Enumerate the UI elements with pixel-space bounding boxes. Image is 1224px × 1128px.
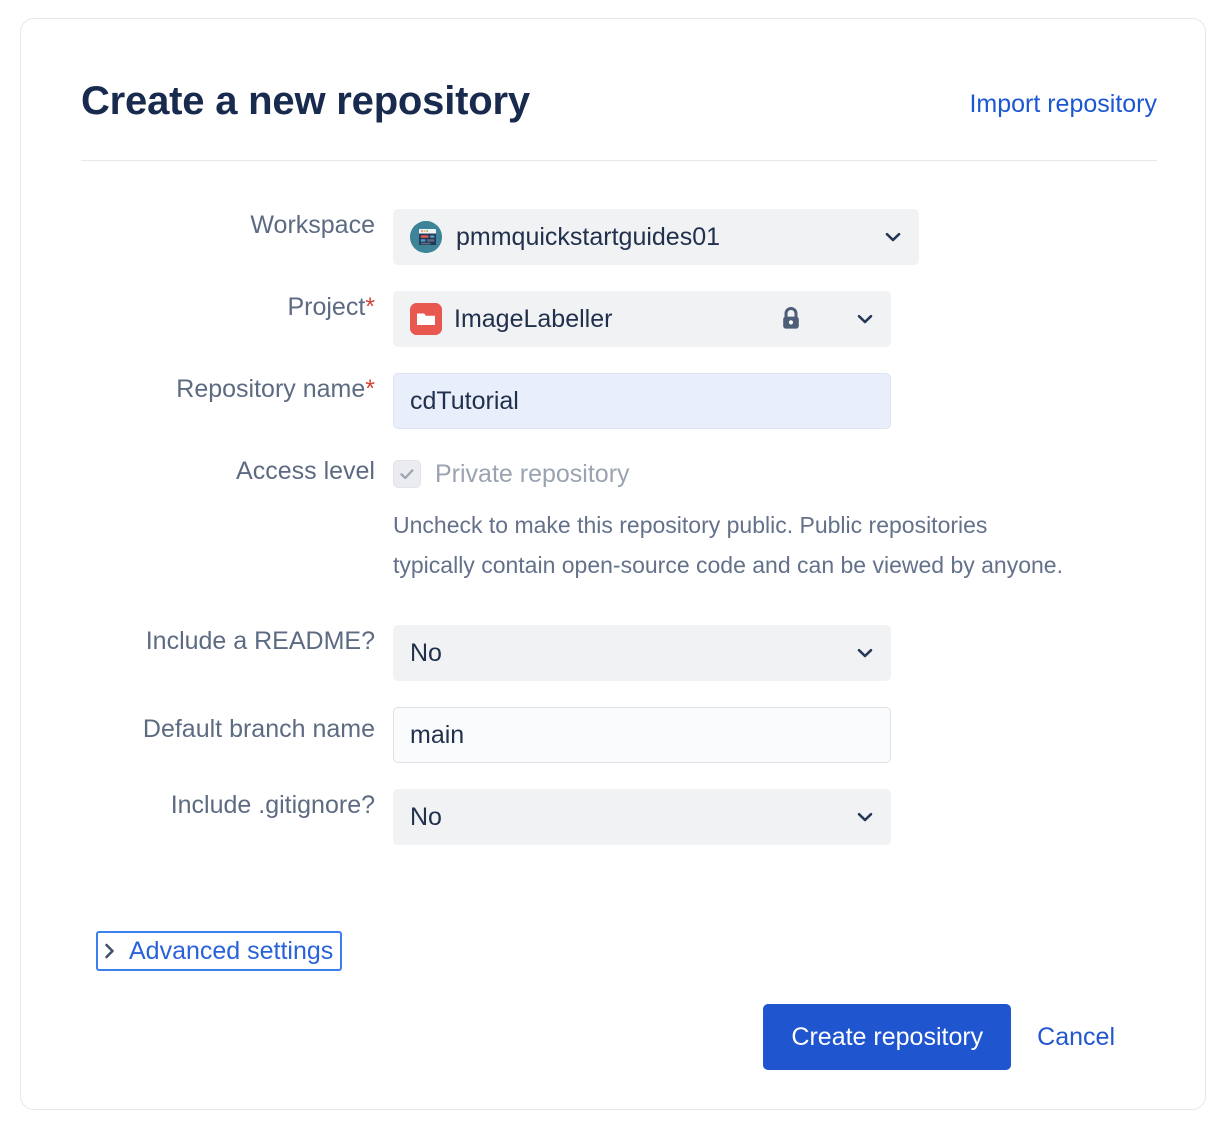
project-required-asterisk: * [365,293,375,321]
include-gitignore-field: No [393,789,1207,845]
chevron-down-icon [854,642,876,664]
header-divider [81,160,1157,161]
project-value: ImageLabeller [454,305,613,333]
repository-name-label-text: Repository name [176,375,366,403]
import-repository-link[interactable]: Import repository [969,90,1157,118]
project-field: ImageLabeller [393,291,1207,347]
chevron-down-icon [854,308,876,330]
include-readme-field: No [393,625,1207,681]
access-level-help-text: Uncheck to make this repository public. … [393,512,1063,578]
create-repository-card: Create a new repository Import repositor… [20,18,1206,1110]
access-level-label: Access level [236,457,375,485]
lock-icon [778,305,804,333]
chevron-down-icon [882,226,904,248]
repository-name-input[interactable]: cdTutorial [393,373,891,429]
project-folder-icon [410,303,442,335]
chevron-right-icon [103,941,117,961]
repository-name-row: Repository name* cdTutorial [21,373,1207,429]
cancel-link[interactable]: Cancel [1037,1023,1115,1051]
include-readme-row: Include a README? No [21,625,1207,681]
page-title: Create a new repository [81,79,530,123]
workspace-value: pmmquickstartguides01 [456,223,721,251]
private-repository-checkbox[interactable] [393,460,421,488]
include-readme-label: Include a README? [145,627,375,655]
private-repository-checkbox-row[interactable]: Private repository [393,457,1207,491]
repository-form: Workspace [21,209,1207,845]
default-branch-name-label: Default branch name [142,715,375,743]
chevron-down-icon [854,806,876,828]
workspace-avatar-icon [410,221,442,253]
default-branch-name-field: main [393,707,1207,763]
access-level-row: Access level Private repository Uncheck … [21,455,1207,585]
workspace-select[interactable]: pmmquickstartguides01 [393,209,919,265]
repository-name-label: Repository name* [21,373,393,405]
default-branch-name-input[interactable]: main [393,707,891,763]
private-repository-label: Private repository [435,460,630,488]
advanced-settings-toggle[interactable]: Advanced settings [96,931,343,971]
repository-name-required-asterisk: * [365,375,375,403]
workspace-field: pmmquickstartguides01 [393,209,1207,265]
advanced-settings-label: Advanced settings [129,937,334,965]
include-readme-value: No [410,639,442,667]
include-gitignore-row: Include .gitignore? No [21,789,1207,845]
project-row: Project* ImageLabeller [21,291,1207,347]
include-gitignore-value: No [410,803,442,831]
access-level-field: Private repository Uncheck to make this … [393,455,1207,585]
project-label-text: Project [287,293,366,321]
project-select[interactable]: ImageLabeller [393,291,891,347]
create-repository-button[interactable]: Create repository [763,1004,1012,1070]
project-label: Project* [21,291,393,323]
workspace-row: Workspace [21,209,1207,265]
workspace-label: Workspace [250,211,375,239]
include-readme-select[interactable]: No [393,625,891,681]
card-header: Create a new repository Import repositor… [81,77,1157,163]
include-gitignore-select[interactable]: No [393,789,891,845]
form-actions: Create repository Cancel [763,1004,1115,1070]
include-gitignore-label: Include .gitignore? [170,791,375,819]
repository-name-field: cdTutorial [393,373,1207,429]
default-branch-name-row: Default branch name main [21,707,1207,763]
